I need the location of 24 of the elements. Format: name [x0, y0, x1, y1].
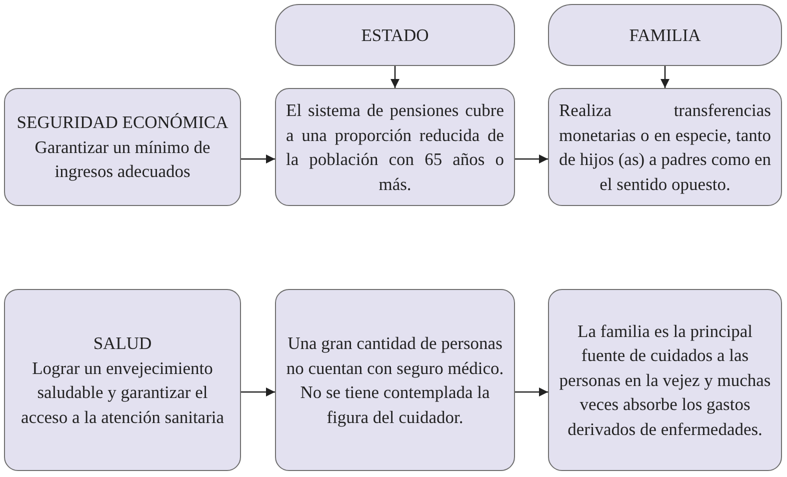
box-text: FAMILIA [628, 24, 702, 47]
box-text: Una gran cantidad de personas no cuentan con seguro médico. No se tiene contemplada la figura del cuidador. [286, 332, 504, 429]
box-text: Realiza transferencias monetarias o en especie, tanto de hijos (as) a padres como en el sentido opuesto. [559, 99, 771, 196]
box-text: SALUD [92, 332, 153, 355]
box-text: Lograr un envejecimiento saludable y garantizar el acceso a la atención sanitaria [20, 356, 226, 428]
rounded-box [275, 4, 515, 66]
box-text: ESTADO [360, 24, 430, 47]
process-box [548, 88, 782, 206]
process-box [548, 289, 782, 471]
arrow [515, 154, 548, 164]
box-text: SEGURIDAD ECONÓMICA [16, 111, 230, 134]
process-box [275, 88, 515, 206]
process-box [4, 88, 241, 206]
process-box [275, 289, 515, 471]
box-text: Garantizar un mínimo de ingresos adecuados [34, 136, 212, 184]
arrow [515, 388, 548, 396]
arrow [241, 388, 275, 396]
arrow [390, 66, 400, 88]
rounded-box [548, 4, 782, 66]
process-box [4, 289, 241, 471]
arrow [660, 66, 670, 88]
box-text: La familia es la principal fuente de cuidados a las personas en la vejez y muchas veces absorbe los gastos derivados de enfermedades. [559, 320, 771, 441]
arrow [241, 154, 275, 164]
box-text: El sistema de pensiones cubre a una proporción reducida de la población con 65 años o más. [286, 99, 504, 196]
